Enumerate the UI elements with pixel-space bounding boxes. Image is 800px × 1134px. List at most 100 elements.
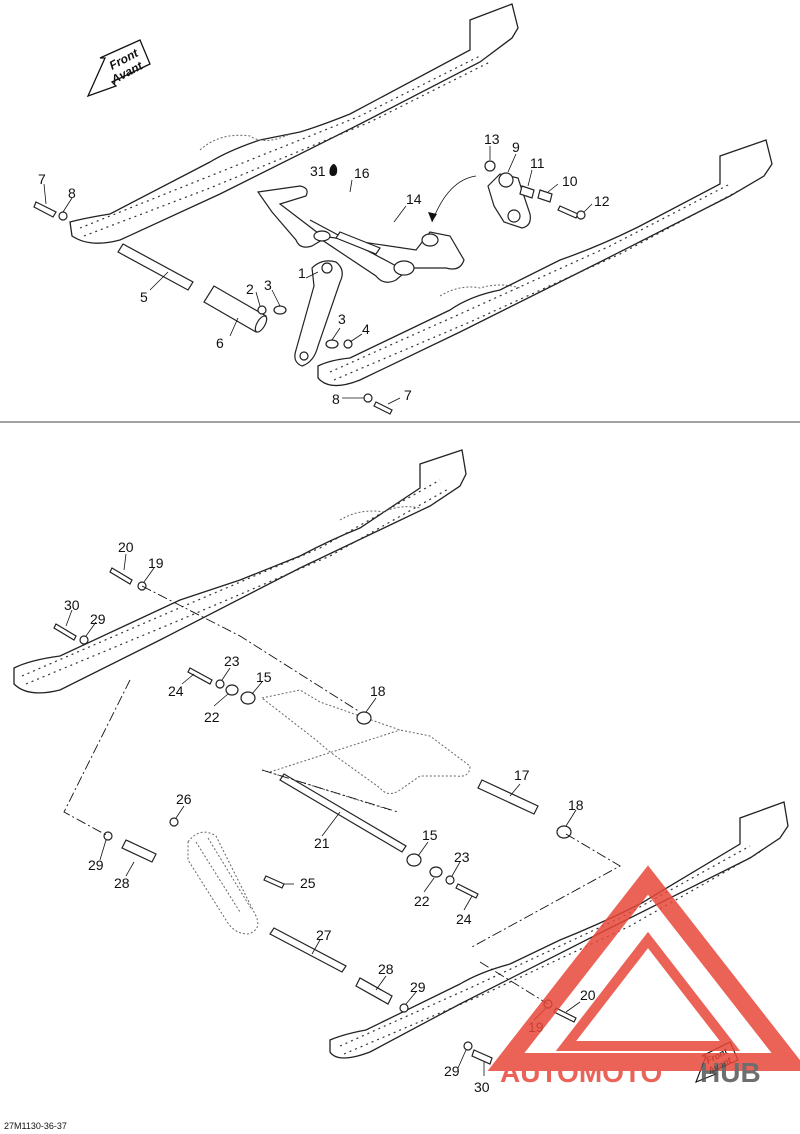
bushing-15-upper [240,691,256,705]
bracket-9-leader-arrow [431,175,477,223]
washer-23-upper [215,679,225,689]
shock-absorber [187,831,259,935]
alignment-lines [63,585,621,1005]
bushing-11 [519,185,535,199]
bushing-10 [537,189,553,203]
washer-29-left [103,831,113,841]
rear-arm-14 [256,185,465,283]
callout-22-lower: 22 [414,893,430,909]
callout-7-right: 7 [404,387,412,403]
left-rail-bottom [13,449,467,694]
callout-8-right: 8 [332,391,340,407]
callout-28-lower: 28 [378,961,394,977]
callout-20-upper: 20 [118,539,134,555]
right-rail-top [317,139,773,387]
callout-30-upper: 30 [64,597,80,613]
diagram-code: 27M1130-36-37 [4,1121,67,1131]
callout-28-left: 28 [114,875,130,891]
callout-24-upper: 24 [168,683,184,699]
shaft-21 [279,773,407,853]
nut-26 [169,817,179,827]
leaders-bottom [65,553,581,1076]
bolt-12 [557,205,586,220]
callout-8-left: 8 [68,185,76,201]
bracket-9 [487,172,531,229]
bolt-20-upper [109,567,133,585]
callout-10: 10 [562,173,578,189]
callout-19-upper: 19 [148,555,164,571]
callout-3-upper: 3 [264,277,272,293]
callout-27: 27 [316,927,332,943]
callout-5: 5 [140,289,148,305]
callout-13: 13 [484,131,500,147]
callout-23-lower: 23 [454,849,470,865]
callout-29-bottom: 29 [444,1063,460,1079]
watermark-logo: AUTOMOTO HUB [487,865,800,1088]
bolt-2 [257,305,267,315]
watermark-text-main: AUTOMOTO [500,1057,662,1088]
bushing-28-lower [355,977,393,1005]
bolt-30-lower [471,1049,493,1065]
washer-3-upper [273,305,287,315]
shaft-17 [477,779,539,815]
callout-25: 25 [300,875,316,891]
right-rail-bottom [329,801,789,1059]
callout-20-lower: 20 [580,987,596,1003]
callout-31: 31 [310,163,326,179]
callout-6: 6 [216,335,224,351]
callout-15-upper: 15 [256,669,272,685]
callout-7-left: 7 [38,171,46,187]
nut-13 [484,160,496,172]
grease-31-icon [329,164,338,176]
callout-15-lower: 15 [422,827,438,843]
left-rail-top [69,3,519,244]
callout-14: 14 [406,191,422,207]
callout-12: 12 [594,193,610,209]
leaders-top [43,146,593,405]
bushing-15-lower [406,853,422,867]
bushing-28-left [121,839,157,863]
bolt-7-right [373,401,393,415]
washer-8-left [58,211,68,221]
bolt-24-upper [187,667,213,685]
callout-29-lower: 29 [410,979,426,995]
bolt-25 [263,875,285,889]
shaft-27 [269,927,347,973]
callout-9: 9 [512,139,520,155]
callout-18-lower: 18 [568,797,584,813]
bushing-22-upper [225,684,239,696]
arrow-head-icon [428,212,437,222]
callout-22-upper: 22 [204,709,220,725]
callout-24-lower: 24 [456,911,472,927]
tube-6 [203,285,268,333]
bushing-22-lower [429,866,443,878]
callout-11: 11 [530,155,545,171]
washer-8-right [363,393,373,403]
washer-29-bottom [463,1041,473,1051]
bushing-18-upper [356,711,372,725]
callout-21: 21 [314,835,330,851]
callout-2: 2 [246,281,254,297]
callout-18-upper: 18 [370,683,386,699]
bolt-7-left [33,201,57,218]
callout-17: 17 [514,767,530,783]
callout-23-upper: 23 [224,653,240,669]
front-arrow-icon: Front Avant [86,39,151,98]
callout-26: 26 [176,791,192,807]
callout-29-left: 29 [88,857,104,873]
callout-29-upper: 29 [90,611,106,627]
callout-3-lower: 3 [338,311,346,327]
callout-4: 4 [362,321,370,337]
washer-29-upper [79,635,89,645]
callout-1: 1 [298,265,306,281]
washer-3-lower [325,339,339,349]
bolt-30-upper [53,623,77,641]
callout-16: 16 [354,165,370,181]
washer-29-lower [399,1003,409,1013]
bolt-24-lower [455,883,479,899]
rear-arm-ghost [260,689,471,811]
washer-23-lower [445,875,455,885]
watermark-text-hub: HUB [700,1057,761,1088]
shaft-5 [117,243,194,291]
